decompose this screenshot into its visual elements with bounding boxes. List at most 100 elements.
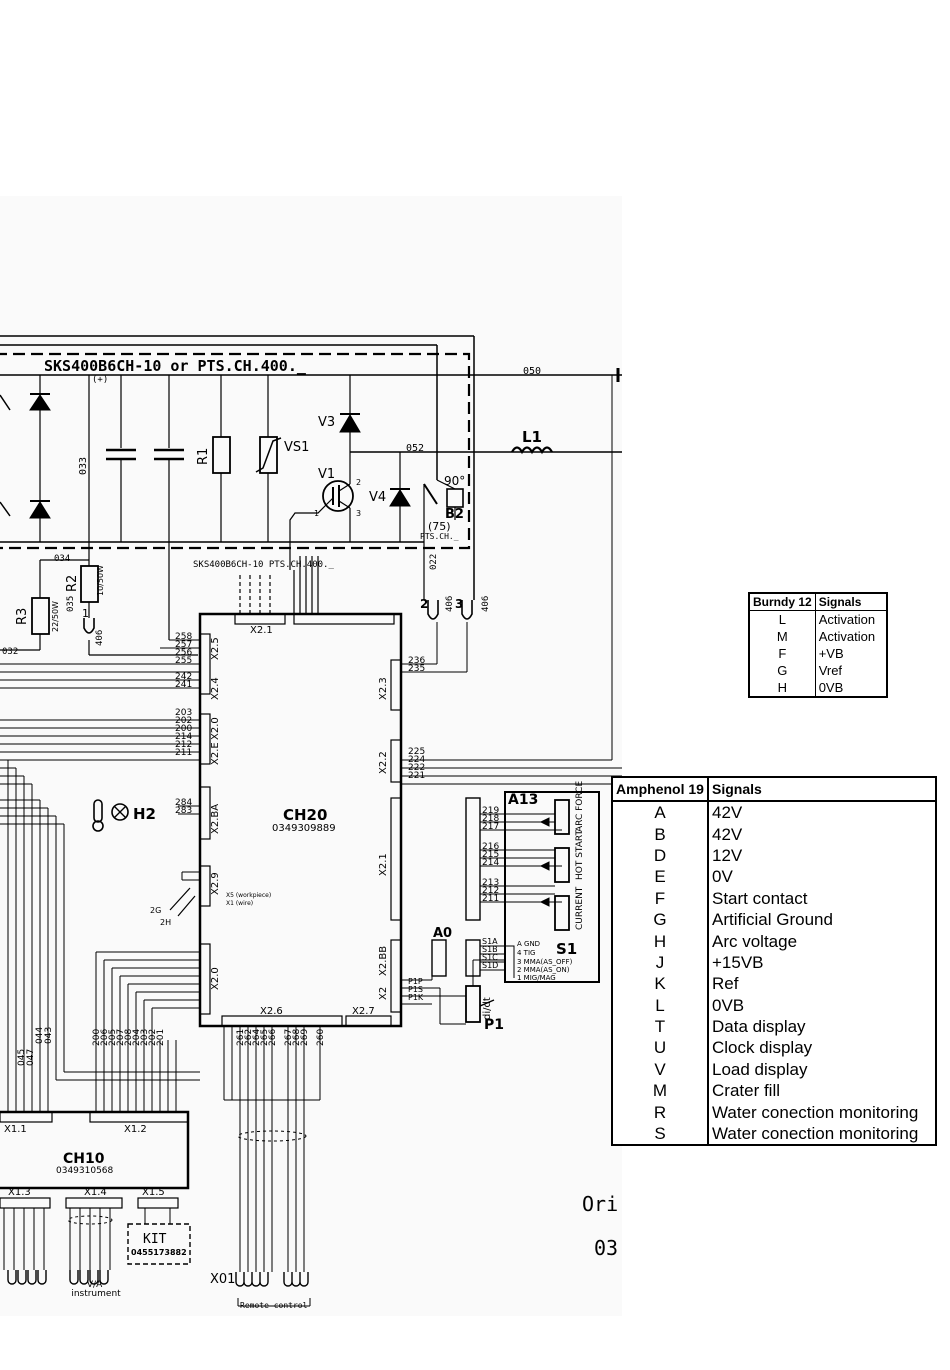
x2ba-label: X2.BA — [210, 804, 221, 834]
amphenol-signal-cell: 42V — [712, 824, 743, 844]
amphenol-signal-cell: Ref — [712, 974, 739, 994]
burndy-signal-cell: 0VB — [818, 680, 844, 695]
v1-pin3: 3 — [356, 509, 361, 518]
amphenol-signal-cell: +15VB — [712, 952, 764, 972]
amphenol-signal-cell: Load display — [712, 1059, 808, 1079]
pin-label-bottom: 261 — [236, 1029, 246, 1046]
pin-label-left: 202 — [175, 716, 192, 726]
amphenol-pin-cell: A — [612, 801, 709, 824]
amphenol-pin-cell: L — [612, 994, 709, 1016]
amphenol-pin-cell: H — [612, 930, 709, 952]
burndy-header-row: Burndy 12 Signals — [749, 593, 887, 611]
pin-label-bottom: 268 — [292, 1029, 302, 1046]
conn-2-label: 2 — [420, 597, 428, 611]
pin-label-left: 200 — [175, 724, 192, 734]
pin-label-bottom: 269 — [300, 1029, 310, 1046]
va-line-1: V/A — [87, 1280, 103, 1290]
amphenol-pin-cell: V — [612, 1058, 709, 1081]
wire-047-label: 047 — [26, 1049, 36, 1066]
wire-050-label: 050 — [523, 366, 541, 377]
r1-label: R1 — [196, 448, 211, 465]
pin-label-a13: 218 — [482, 814, 499, 824]
pin-label-a13: 212 — [482, 886, 499, 896]
x24-label: X2.4 — [210, 677, 221, 700]
pin-label-x20: 203 — [140, 1029, 150, 1046]
b2-temp-label: (75) — [428, 520, 451, 533]
wire-033-label: 033 — [78, 457, 89, 475]
burndy-signal-cell: +VB — [818, 646, 844, 661]
amphenol-header-row: Amphenol 19 Signals — [612, 777, 936, 802]
x2-label: X2 — [378, 987, 389, 1000]
a13-hot-start: HOT START — [575, 830, 585, 880]
pin-label-right: 224 — [408, 755, 425, 765]
amphenol-row: J+15VB — [612, 951, 936, 974]
pin-label-x20: 206 — [100, 1029, 110, 1046]
b2-angle-label: 90° — [444, 474, 465, 488]
l1-label: L1 — [522, 428, 542, 446]
burndy-pin-cell: G — [749, 662, 816, 679]
burndy-header-signals: Signals — [815, 593, 887, 611]
amphenol-pin-cell: T — [612, 1015, 709, 1038]
amphenol-pin-cell: J — [612, 951, 709, 974]
remote-control-label: Remote control — [240, 1301, 308, 1310]
x29-label-wire: X1 (wire) — [226, 900, 253, 907]
amphenol-pin-cell: K — [612, 973, 709, 995]
r3-label: R3 — [15, 608, 30, 625]
amphenol-signal-cell: Clock display — [712, 1038, 813, 1058]
amphenol-signal-cell: 0VB — [712, 995, 745, 1015]
pin-label-a13: 219 — [482, 806, 499, 816]
amphenol-signal-cell: 0V — [712, 867, 733, 887]
ch10-board — [0, 1110, 191, 1285]
wire-032-label: 032 — [2, 647, 18, 657]
amphenol-header-connector: Amphenol 19 — [612, 777, 709, 802]
pin-label-left: 258 — [175, 632, 192, 642]
a13-module — [431, 791, 600, 983]
ch10-name: CH10 — [63, 1151, 105, 1167]
p1-pin-s: P1S — [408, 985, 423, 994]
pin-label-a13: 217 — [482, 822, 499, 832]
amphenol-signal-cell: Start contact — [712, 888, 808, 908]
ch20-board — [0, 375, 622, 1307]
x21-top-label: X2.1 — [250, 625, 273, 636]
wire-052-label: 052 — [406, 443, 424, 454]
pin-label-left: 242 — [175, 672, 192, 682]
power-module — [0, 335, 622, 640]
b2-label: B2 — [445, 507, 464, 522]
h2-pin-2g: 2G — [150, 906, 161, 915]
va-label: V/A instrument — [71, 1280, 121, 1299]
kit-name: KIT — [143, 1232, 167, 1247]
didt-label: di/dt — [482, 997, 493, 1020]
pin-label-a13: 211 — [482, 894, 499, 904]
corner-text-1: Ori — [582, 1192, 618, 1216]
pin-label-left: 212 — [175, 740, 192, 750]
labels: SKS400B6CH-10 or PTS.CH.400._ (+) 050 05… — [2, 357, 618, 1310]
r3-value: 22/50W — [51, 601, 60, 632]
x2bb-label: X2.BB — [378, 946, 389, 976]
amphenol-signal-cell: 12V — [712, 845, 743, 865]
burndy-pin-cell: F — [749, 645, 816, 662]
burndy-pin-cell: M — [749, 628, 816, 645]
x25-label: X2.5 — [210, 637, 221, 660]
wire-406-left: 406 — [95, 630, 105, 646]
pin-label-x20: 207 — [116, 1029, 126, 1046]
s1-opt-gnd: A GND — [517, 940, 540, 948]
schematic-area — [0, 196, 622, 1316]
pin-label-a13: 215 — [482, 850, 499, 860]
wire-044-label: 044 — [35, 1027, 45, 1044]
amphenol-pin-cell: M — [612, 1080, 709, 1102]
pin-label-left: 203 — [175, 708, 192, 718]
pin-label-a13: 216 — [482, 842, 499, 852]
x22-label: X2.2 — [378, 751, 389, 774]
pin-label-x20: 201 — [156, 1029, 166, 1046]
h2-label: H2 — [133, 805, 156, 823]
s1-pin-b: S1B — [482, 945, 498, 954]
